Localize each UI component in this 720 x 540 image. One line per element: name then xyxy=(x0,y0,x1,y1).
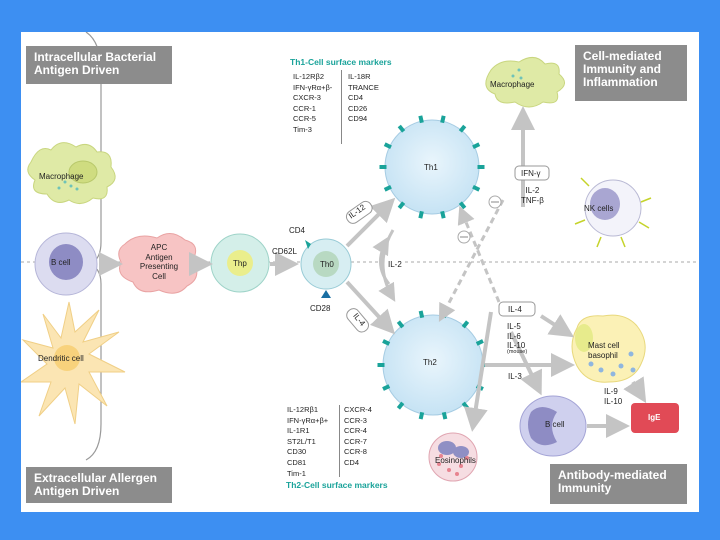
surface-receptor xyxy=(418,411,425,420)
surface-receptor xyxy=(382,339,391,346)
label-mast: Mast cell basophil xyxy=(588,341,620,360)
il4-inhibits-th1 xyxy=(457,205,501,303)
label-il5-group: IL-5 IL-6 IL-10 xyxy=(507,322,526,350)
surface-receptor xyxy=(418,310,425,319)
th1-marker: IL-18R xyxy=(348,72,371,81)
surface-receptor xyxy=(418,210,424,219)
surface-receptor xyxy=(396,320,405,329)
label-il4-right: IL-4 xyxy=(508,305,522,314)
label-eosinophils: Eosinophils xyxy=(435,456,476,465)
surface-receptor xyxy=(396,401,405,410)
th2-marker: CCR-8 xyxy=(344,447,367,457)
label-il9-10: IL-9 IL-10 xyxy=(604,387,623,406)
th1-marker: Tim-3 xyxy=(293,124,312,134)
label-mouse: (mouse) xyxy=(507,349,528,355)
th2-marker: CCR-3 xyxy=(344,415,367,425)
label-th1: Th1 xyxy=(424,163,438,172)
label-cd62l: CD62L xyxy=(272,247,297,256)
label-il2-tnf: IL-2 TNF-β xyxy=(521,186,544,205)
th1-marker: TRANCE xyxy=(348,82,379,92)
th1-marker: IFN-γRα+β- xyxy=(293,82,333,92)
corner-antibody-mediated: Antibody-mediated Immunity xyxy=(550,464,687,504)
label-ige: IgE xyxy=(648,413,661,422)
label-dendritic: Dendritic cell xyxy=(38,354,84,363)
surface-receptor xyxy=(377,363,385,367)
th2-marker: ST2L/T1 xyxy=(287,436,316,446)
surface-receptor xyxy=(382,384,391,391)
diagram-panel: Intracellular Bacterial Antigen Driven C… xyxy=(21,32,699,512)
label-il2-mid: IL-2 xyxy=(386,260,404,270)
surface-receptor xyxy=(440,210,446,219)
arrow-th0-th2 xyxy=(345,280,396,335)
label-apc: APC Antigen Presenting Cell xyxy=(139,243,179,281)
th1-markers-title: Th1-Cell surface markers xyxy=(290,57,392,67)
surface-receptor xyxy=(383,184,392,192)
th1-marker: CCR-5 xyxy=(293,114,316,124)
th2-markers-divider xyxy=(339,405,340,477)
ige-box xyxy=(631,403,679,433)
label-b-cell-left: B cell xyxy=(51,258,71,267)
surface-receptor xyxy=(441,411,448,420)
th1-marker: CXCR-3 xyxy=(293,93,321,103)
surface-receptor xyxy=(397,124,406,133)
label-cd28: CD28 xyxy=(310,304,331,313)
arrow-to-eosinophils xyxy=(463,311,493,432)
th2-marker: IL-12Rβ1 xyxy=(287,405,318,414)
th1-marker: CD26 xyxy=(348,103,368,113)
label-th0: Th0 xyxy=(320,260,334,269)
th2-marker: IL-1R1 xyxy=(287,426,310,436)
th2-marker: Tim-1 xyxy=(287,468,306,478)
surface-receptor xyxy=(477,165,485,169)
th2-marker: CD30 xyxy=(287,447,307,457)
surface-receptor xyxy=(475,339,484,346)
surface-receptor xyxy=(397,201,406,210)
arrow-mast-ige xyxy=(623,376,647,404)
surface-receptor xyxy=(379,165,387,169)
diagram-canvas xyxy=(21,32,699,482)
label-macrophage-left: Macrophage xyxy=(39,172,84,181)
label-il3: IL-3 xyxy=(508,372,522,381)
th1-markers-divider xyxy=(341,70,342,144)
ifn-inhibits-th2 xyxy=(438,199,505,322)
surface-receptor xyxy=(472,142,481,150)
arrow-to-b-cell xyxy=(509,331,542,396)
surface-receptor xyxy=(461,320,470,329)
label-cd4: CD4 xyxy=(289,226,306,235)
corner-cell-mediated: Cell-mediated Immunity and Inflammation xyxy=(575,45,687,101)
right-macrophage xyxy=(485,57,565,108)
th1-marker: IL-12Rβ2 xyxy=(293,72,324,81)
label-ifn-gamma: IFN-γ xyxy=(521,169,541,178)
arrow-th0-th1 xyxy=(345,197,396,248)
th2-marker: IFN-γRα+β+ xyxy=(287,415,329,425)
th1-marker: CD94 xyxy=(348,114,368,124)
th2-marker: CXCR-4 xyxy=(344,405,372,414)
surface-receptor xyxy=(472,184,481,192)
label-nk: NK cells xyxy=(584,204,614,213)
corner-extracellular: Extracellular Allergen Antigen Driven xyxy=(26,467,172,503)
th1-marker: CD4 xyxy=(348,93,364,103)
th2-marker: CCR-7 xyxy=(344,436,367,446)
label-macrophage-right: Macrophage xyxy=(490,80,535,89)
th2-marker: CD81 xyxy=(287,457,307,467)
label-b-cell-right: B cell xyxy=(545,420,565,429)
il2-feedback-arrow xyxy=(378,229,396,302)
label-th2: Th2 xyxy=(423,358,437,367)
th2-marker: CCR-4 xyxy=(344,426,367,436)
arrow-to-mast xyxy=(539,314,575,338)
th2-markers-title: Th2-Cell surface markers xyxy=(286,480,388,490)
surface-receptor xyxy=(440,115,446,124)
surface-receptor xyxy=(418,115,424,124)
surface-receptor xyxy=(458,124,467,133)
corner-intracellular: Intracellular Bacterial Antigen Driven xyxy=(26,46,172,84)
th1-marker: CCR-1 xyxy=(293,103,316,113)
surface-receptor xyxy=(383,142,392,150)
th2-marker: CD4 xyxy=(344,457,360,467)
label-thp: Thp xyxy=(233,259,247,268)
